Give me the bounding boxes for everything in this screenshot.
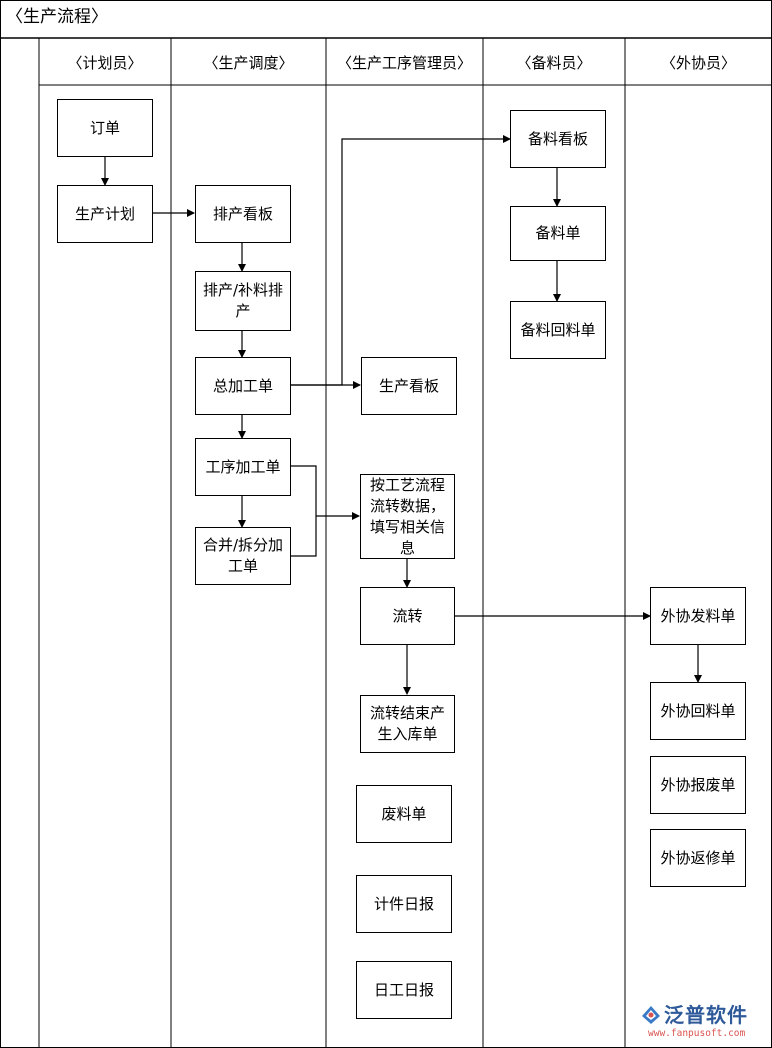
logo-mark-icon — [642, 1006, 660, 1024]
box-work-daily-report: 日工日报 — [356, 961, 452, 1019]
box-scrap-order: 废料单 — [356, 785, 452, 843]
lane-header-material-prep: 〈备料员〉 — [516, 53, 592, 72]
box-prep-board: 备料看板 — [510, 110, 606, 168]
box-transfer-end-stock-in: 流转结束产生入库单 — [360, 695, 455, 753]
box-prep-return-order: 备料回料单 — [510, 301, 606, 359]
box-outsource-scrap: 外协报废单 — [650, 756, 746, 814]
box-schedule-supplement: 排产/补料排产 — [195, 271, 291, 331]
logo-url: www.fanpusoft.com — [648, 1028, 746, 1039]
box-production-board: 生产看板 — [361, 357, 457, 415]
box-order: 订单 — [57, 99, 153, 157]
fanpu-logo: 泛普软件 www.fanpusoft.com — [640, 1002, 768, 1044]
box-outsource-return: 外协回料单 — [650, 682, 746, 740]
lane-header-process-manager: 〈生产工序管理员〉 — [336, 53, 472, 72]
box-transfer: 流转 — [360, 587, 455, 645]
arrow-total-to-prep-board — [290, 135, 511, 386]
lane-header-dispatch: 〈生产调度〉 — [203, 53, 294, 72]
diagram-title: 〈生产流程〉 — [6, 7, 108, 27]
bracket-process-merge — [290, 465, 317, 557]
box-merge-split-order: 合并/拆分加工单 — [195, 527, 291, 585]
logo-name: 泛普软件 — [664, 1003, 748, 1027]
box-total-work-order: 总加工单 — [195, 357, 291, 415]
lane-header-planner: 〈计划员〉 — [67, 53, 143, 72]
box-piece-daily-report: 计件日报 — [356, 875, 452, 933]
box-outsource-issue: 外协发料单 — [650, 587, 746, 645]
box-production-plan: 生产计划 — [57, 185, 153, 243]
box-prep-order: 备料单 — [510, 206, 606, 261]
box-outsource-rework: 外协返修单 — [650, 829, 746, 887]
box-process-work-order: 工序加工单 — [195, 438, 291, 496]
box-schedule-board: 排产看板 — [195, 185, 291, 243]
lane-header-outsourcing: 〈外协员〉 — [660, 53, 736, 72]
box-fill-info: 按工艺流程流转数据，填写相关信息 — [360, 474, 455, 559]
